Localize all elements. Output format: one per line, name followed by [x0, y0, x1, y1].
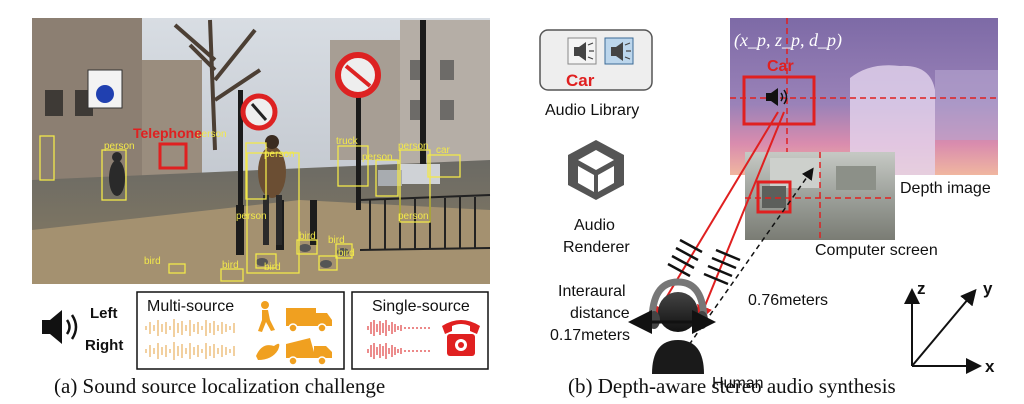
coordinate-axes: z y x: [904, 279, 995, 376]
multi-source-waveform-bottom: [145, 342, 235, 360]
depth-speaker-icon: [766, 88, 788, 106]
detection-label-4: person: [264, 149, 295, 160]
z-axis-label: z: [917, 279, 926, 298]
detection-box-truck: [337, 145, 369, 187]
detection-box-person-3: [246, 152, 300, 274]
depth-car-label: Car: [767, 58, 794, 75]
truck-icon: [286, 308, 332, 333]
library-speaker-icon-2: [604, 37, 634, 65]
bird-icon: [256, 343, 280, 360]
detection-label-12: bird: [264, 262, 281, 273]
left-ear-cup: [648, 311, 660, 329]
panel-a-caption: (a) Sound source localization challenge: [54, 374, 385, 398]
detection-label-8: person: [398, 211, 429, 222]
detection-box-car: [427, 154, 461, 178]
depth-coord-label: (x_p, z_p, d_p): [734, 30, 842, 51]
renderer-cube-icon: [568, 140, 624, 200]
human-figure: Human: [628, 278, 764, 392]
detection-label-11: bird: [222, 260, 239, 271]
renderer-label-line2: Renderer: [563, 239, 630, 256]
detection-label-1: person: [104, 141, 135, 152]
computer-screen: Computer screen: [745, 152, 938, 259]
detection-label-6: car: [436, 145, 451, 156]
detection-box-bird-3: [255, 253, 277, 269]
detection-labels: person person truck person person car pe…: [104, 129, 451, 273]
walking-person-icon: [258, 301, 275, 332]
right-ear-cup: [696, 311, 708, 329]
detection-box-person-6: [399, 149, 431, 223]
interaural-label-line1: Interaural: [558, 283, 626, 300]
multi-source-box: Multi-source: [136, 291, 345, 370]
audio-library-label: Audio Library: [545, 102, 639, 119]
detection-box-bird-2: [220, 268, 244, 282]
detection-label-2: person: [196, 129, 227, 140]
detection-label-9: person: [236, 211, 267, 222]
y-axis: [911, 288, 977, 367]
telephone-icon: [442, 320, 480, 356]
single-source-title: Single-source: [372, 298, 470, 315]
detection-box-person-4: [245, 142, 267, 200]
x-axis-label: x: [985, 357, 995, 376]
audio-renderer: Audio Renderer: [563, 140, 630, 256]
wave-ticks-left: [667, 238, 703, 278]
human-head: [658, 292, 698, 332]
detection-label-14: bird: [328, 235, 345, 246]
screen-car-box: [756, 180, 792, 214]
panel-b-caption: (b) Depth-aware stereo audio synthesis: [568, 374, 896, 398]
street-photo: [32, 18, 491, 284]
detection-box-bird-6: [335, 243, 353, 259]
detection-box-bird-4: [296, 239, 318, 255]
detection-label-5: person: [398, 141, 429, 152]
telephone-label: Telephone: [133, 125, 202, 141]
depth-image: Car (x_p, z_p, d_p) Depth image: [730, 18, 998, 197]
detection-label-3: truck: [336, 136, 359, 147]
single-source-box: Single-source: [351, 291, 489, 370]
detection-box-bird-5: [318, 255, 338, 271]
speaker-icon: [42, 310, 78, 344]
multi-source-title: Multi-source: [147, 298, 234, 315]
distance-label: 0.76meters: [748, 292, 828, 309]
ray-right-ear: [697, 111, 785, 322]
detection-overlay: [39, 135, 461, 282]
left-channel-label: Left: [90, 305, 118, 322]
library-speaker-icon-1: [567, 37, 597, 65]
y-axis-label: y: [983, 279, 993, 298]
right-channel-label: Right: [85, 337, 123, 354]
renderer-label-line1: Audio: [574, 217, 615, 234]
detection-box-person-2: [101, 149, 127, 201]
wave-ticks-right: [703, 248, 741, 286]
detection-box-person-1: [39, 135, 55, 181]
library-car-label: Car: [566, 71, 595, 90]
detection-box-bird-1: [168, 263, 186, 274]
screen-label: Computer screen: [815, 242, 938, 259]
telephone-highlight-box: [158, 142, 188, 170]
human-label: Human: [712, 375, 764, 392]
multi-source-waveform-top: [145, 319, 235, 337]
detection-label-7: person: [362, 152, 393, 163]
detection-label-10: bird: [144, 256, 161, 267]
interaural-label-line3: 0.17meters: [550, 327, 630, 344]
audio-library: Car Audio Library: [539, 29, 653, 119]
panel-b: Car Audio Library Audio Renderer: [539, 18, 998, 398]
human-body: [652, 340, 704, 374]
depth-image-label: Depth image: [900, 180, 991, 197]
single-source-waveform-bottom: [367, 343, 430, 359]
detection-label-15: bird: [338, 248, 355, 259]
panel-a: person person truck person person car pe…: [32, 18, 491, 398]
detection-box-person-5: [375, 159, 399, 197]
single-source-waveform-top: [367, 320, 430, 336]
detection-label-13: bird: [299, 231, 316, 242]
dump-truck-icon: [286, 338, 332, 366]
interaural-label-line2: distance: [570, 305, 630, 322]
speaker-legend: Left Right: [42, 305, 123, 354]
